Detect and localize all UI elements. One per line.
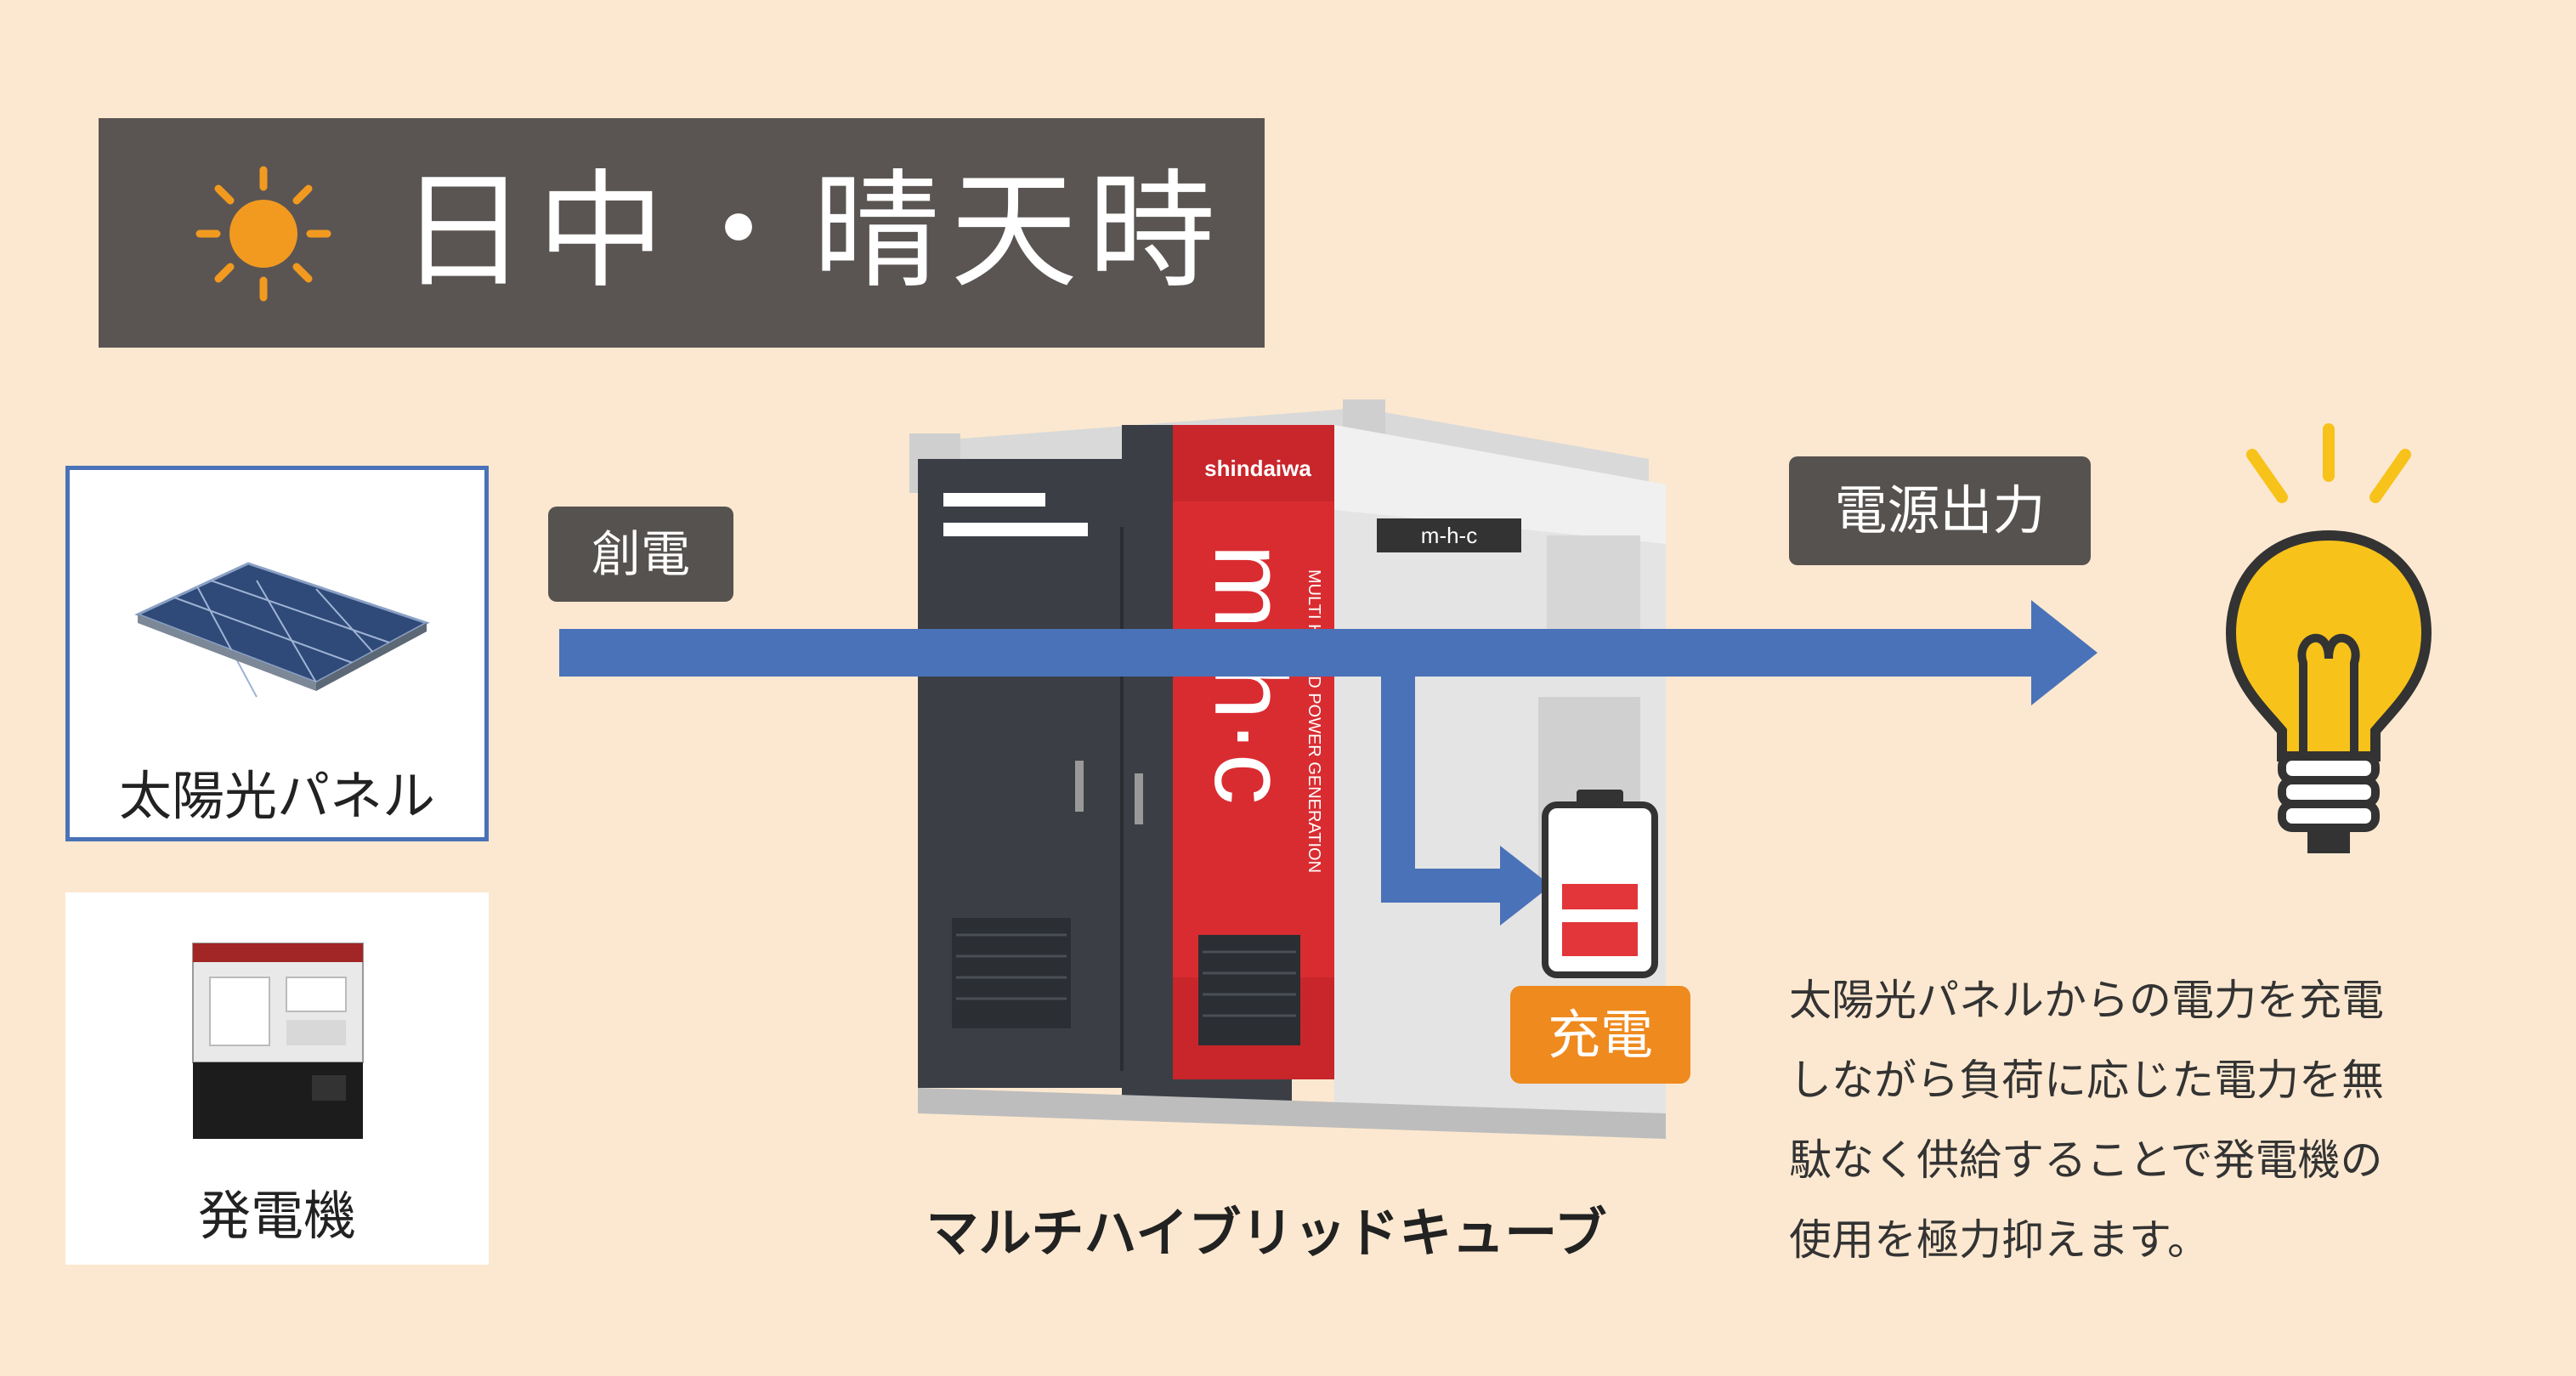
- page-title: 日中・晴天時: [399, 158, 1226, 306]
- description-line: 使用を極力抑えます。: [1789, 1215, 2210, 1265]
- brand-text: shindaiwa: [1204, 456, 1311, 481]
- generator-label: 発電機: [197, 1185, 356, 1247]
- generator-icon: [192, 943, 364, 1139]
- battery-icon: [1542, 790, 1658, 978]
- machine-logo-text: m-h-c: [1421, 523, 1477, 548]
- generator-card: 発電機: [65, 892, 489, 1265]
- solar-panel-icon: [134, 562, 430, 698]
- multi-hybrid-cube-image: shindaiwa m-h-c m·h·c MULTI HYBRID POWER…: [909, 399, 1666, 1139]
- vertical-subtitle: MULTI HYBRID POWER GENERATION: [1305, 569, 1323, 873]
- power-output-tag: 電源出力: [1789, 456, 2091, 565]
- description-line: 駄なく供給することで発電機の: [1789, 1135, 2383, 1185]
- solar-panel-label: 太陽光パネル: [118, 765, 435, 827]
- create-power-tag: 創電: [548, 507, 733, 602]
- sun-icon: [195, 166, 331, 302]
- solar-panel-card: 太陽光パネル: [65, 466, 489, 841]
- light-bulb-icon: [2225, 423, 2432, 853]
- product-label: マルチハイブリッドキューブ: [926, 1202, 1607, 1264]
- charge-tag: 充電: [1510, 986, 1690, 1084]
- description-line: しながら負荷に応じた電力を無: [1789, 1056, 2384, 1105]
- vertical-logo: m·h·c: [1193, 544, 1307, 805]
- description: 太陽光パネルからの電力を充電 しながら負荷に応じた電力を無 駄なく供給することで…: [1789, 960, 2554, 1280]
- main-power-arrowhead: [2031, 600, 2098, 705]
- description-line: 太陽光パネルからの電力を充電: [1789, 976, 2384, 1025]
